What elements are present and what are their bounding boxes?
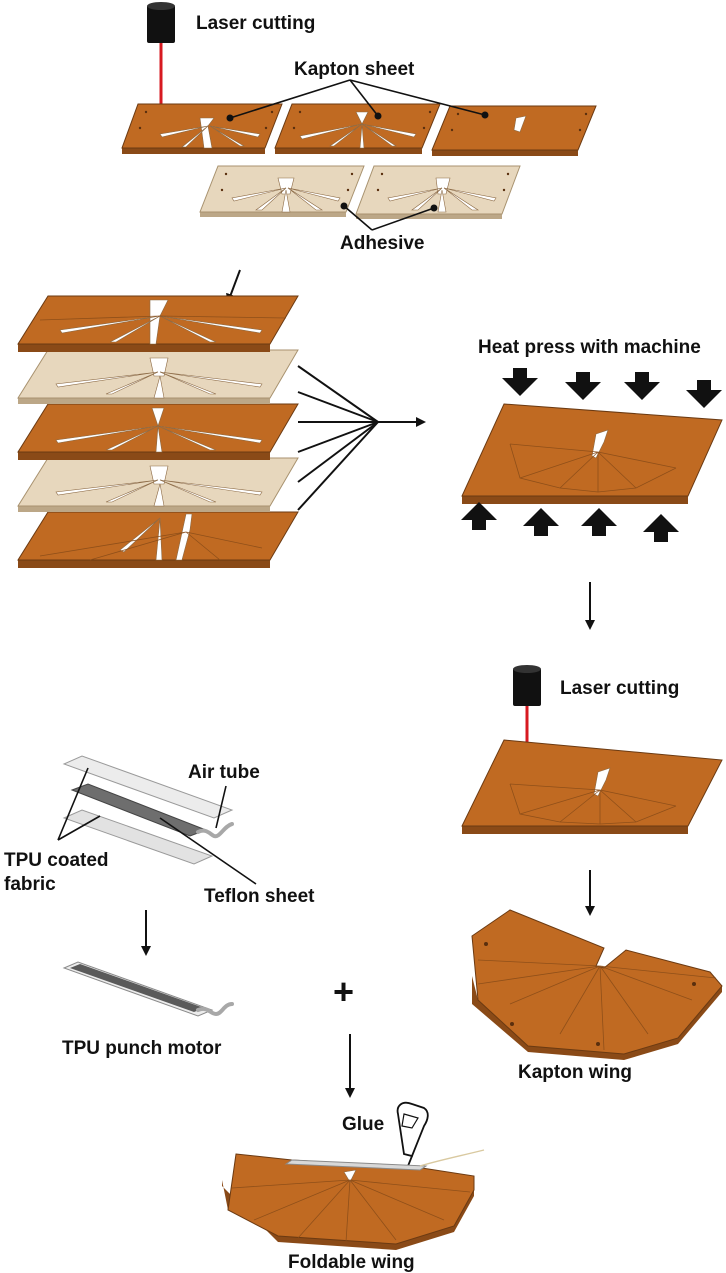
tpu-punch-motor	[62, 961, 234, 1017]
glue-bottle-icon	[396, 1101, 429, 1167]
adhesive-sheet-2	[355, 165, 521, 219]
kapton-sheet-1	[121, 103, 283, 154]
label-glue: Glue	[342, 1114, 384, 1135]
kapton-sheet-2	[274, 103, 441, 154]
arrow-up-icon	[643, 514, 679, 542]
tpu-exploded-assembly	[62, 755, 234, 865]
label-tpu-coated-fabric: TPU coated fabric	[4, 850, 114, 895]
stack-to-press-lines	[297, 365, 426, 511]
press-arrows-down	[502, 368, 722, 408]
arrow-down-icon	[686, 380, 722, 408]
label-laser-cutting-top: Laser cutting	[196, 13, 315, 34]
arrow-down-icon	[624, 372, 660, 400]
arrow-down-icon	[565, 372, 601, 400]
kapton-sheet-3	[431, 105, 597, 156]
arrow-up-icon	[581, 508, 617, 536]
arrow-up-icon	[461, 502, 497, 530]
laser-head-icon	[147, 5, 175, 43]
pressed-kapton-sheet	[461, 403, 723, 504]
air-tube-on-wing	[419, 1149, 485, 1167]
label-adhesive: Adhesive	[340, 233, 424, 254]
tpu-fabric-bottom	[62, 809, 214, 865]
arrow-down-icon	[502, 368, 538, 396]
arrow-up-icon	[523, 508, 559, 536]
kapton-sheet-leaders	[226, 79, 489, 122]
label-kapton-sheet: Kapton sheet	[294, 59, 415, 80]
plus-sign: +	[333, 971, 354, 1012]
label-tpu-punch-motor: TPU punch motor	[62, 1038, 222, 1059]
laser-head-icon	[513, 668, 541, 706]
laser-cutter-right	[513, 665, 541, 752]
label-tpu-coated-fabric-line2: fabric	[4, 874, 56, 895]
label-kapton-wing: Kapton wing	[518, 1062, 632, 1083]
label-tpu-coated-fabric-line1: TPU coated	[4, 850, 109, 871]
punch-motor-on-wing	[284, 1159, 428, 1171]
laser-head-top-icon	[513, 665, 541, 673]
cut-kapton-sheet	[461, 739, 723, 834]
kapton-wing	[471, 909, 723, 1060]
tpu-fabric-top	[62, 755, 234, 819]
label-laser-cutting-right: Laser cutting	[560, 678, 679, 699]
air-tube	[196, 822, 234, 839]
adhesive-sheet-1	[199, 165, 365, 217]
foldable-wing	[222, 1149, 485, 1250]
adhesive-leaders	[340, 202, 438, 231]
label-foldable-wing: Foldable wing	[288, 1252, 415, 1273]
label-air-tube: Air tube	[188, 762, 260, 783]
label-heat-press: Heat press with machine	[478, 337, 701, 358]
laser-head-top-icon	[147, 2, 175, 10]
press-arrows-up	[461, 502, 679, 542]
layer-stack	[17, 295, 299, 568]
label-teflon-sheet: Teflon sheet	[204, 886, 315, 907]
